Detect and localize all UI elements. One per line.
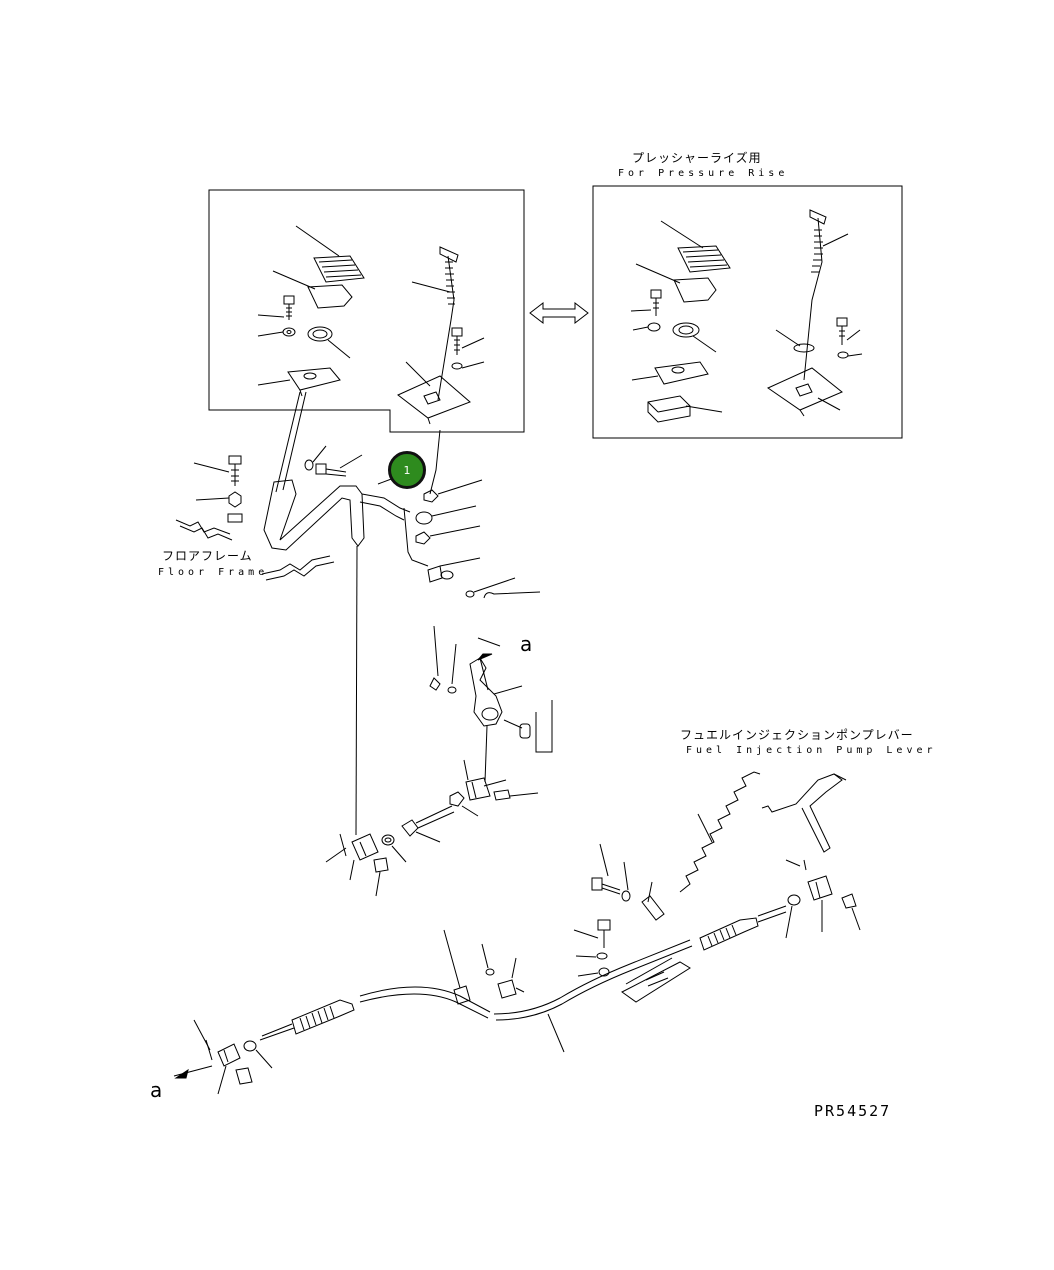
- pedal-linkage: [175, 391, 541, 836]
- pedal-pad-icon: [660, 220, 731, 273]
- cover-plate-icon: [766, 367, 843, 417]
- pressure-rise-inset-box: [592, 185, 903, 439]
- boot-icon: [775, 329, 815, 353]
- middle-lever-assembly: [325, 625, 553, 897]
- pedal-bracket-icon: [257, 367, 341, 397]
- part-callout-1-number: 1: [403, 463, 411, 477]
- pedal-bracket-icon: [631, 361, 709, 385]
- view-marker-a-bottom: a: [150, 1078, 163, 1102]
- pedal-plate-icon: [635, 263, 717, 303]
- view-marker-a-top: a: [520, 632, 533, 656]
- washer-icon: [257, 327, 296, 337]
- bolt-icon: [630, 289, 662, 316]
- bolt-icon: [836, 317, 861, 345]
- floor-frame-label-jp: フロアフレーム: [162, 549, 253, 563]
- return-spring-icon: [679, 771, 761, 893]
- washer-icon: [837, 351, 863, 359]
- throttle-cable: [173, 843, 759, 1095]
- pressure-rise-label-jp: プレッシャーライズ用: [632, 151, 762, 165]
- accelerator-rod-icon: [803, 209, 849, 381]
- pedal-plate-icon: [272, 270, 353, 309]
- fuel-pump-lever-assembly: [679, 771, 861, 939]
- double-arrow-icon: [529, 301, 589, 325]
- bolt-icon: [257, 295, 295, 320]
- pedal-pad-icon: [295, 225, 365, 283]
- part-callout-1[interactable]: 1: [388, 451, 426, 489]
- fuel-pump-lever-label-en: Fuel Injection Pump Lever: [686, 745, 937, 756]
- fuel-pump-lever-label-jp: フュエルインジェクションポンプレバー: [680, 728, 914, 742]
- drawing-code: PR54527: [814, 1102, 892, 1120]
- bolt-icon: [451, 327, 485, 355]
- grommet-icon: [307, 326, 351, 359]
- grommet-icon: [672, 322, 717, 353]
- spacer-block-icon: [647, 395, 723, 423]
- floor-frame-label-en: Floor Frame: [158, 567, 269, 578]
- washer-icon: [451, 361, 485, 370]
- cover-plate-icon: [397, 361, 471, 425]
- washer-icon: [632, 322, 661, 332]
- pressure-rise-label-en: For Pressure Rise: [618, 168, 789, 179]
- standard-inset-box: [208, 189, 525, 433]
- accelerator-rod-icon: [411, 246, 459, 401]
